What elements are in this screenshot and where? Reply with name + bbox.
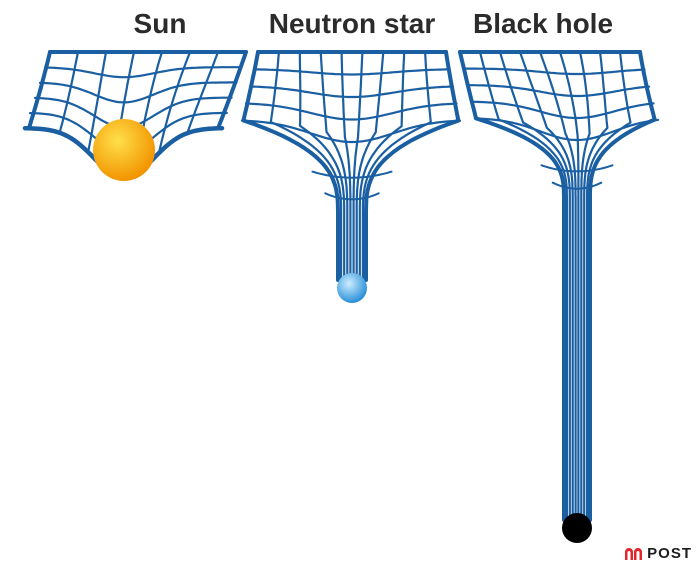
grid-line (324, 192, 380, 201)
grid-line (216, 50, 248, 131)
grid-line (38, 81, 238, 104)
grid-line (358, 50, 406, 282)
grid-panel-black-hole (458, 50, 660, 522)
grid-line (498, 50, 571, 522)
title-black-hole: Black hole (472, 8, 614, 39)
grid-line (458, 50, 566, 522)
grid-line (540, 164, 614, 173)
grid-line (43, 66, 243, 79)
grid-line (462, 67, 646, 76)
grid-line (269, 50, 343, 282)
grid-line (551, 181, 603, 190)
grid-line (473, 117, 660, 142)
grid-line (583, 50, 609, 522)
grid-panel-neutron-star (240, 50, 462, 282)
grid-line (586, 50, 632, 522)
grid-line (538, 50, 577, 522)
grid-line (466, 84, 651, 98)
sun-sphere (93, 119, 155, 181)
grid-line (364, 50, 461, 282)
grid-line (298, 50, 346, 282)
grid-line (518, 50, 574, 522)
grid-line (244, 102, 458, 121)
grid-line (311, 170, 393, 179)
grid-line (87, 50, 108, 154)
brand-text: POST (647, 545, 692, 562)
neutron-star-sphere (337, 273, 367, 303)
title-sun: Sun (133, 8, 187, 39)
grid-line (157, 50, 192, 155)
grid-line (58, 50, 80, 134)
grid-line (241, 50, 340, 282)
grid-line (252, 68, 451, 76)
grid-line (478, 50, 568, 522)
grid-line (186, 50, 220, 135)
grid-line (361, 50, 432, 282)
black-hole-sphere (562, 513, 592, 543)
grid-line (240, 119, 462, 144)
title-neutron-star: Neutron star (268, 8, 436, 39)
grid-line (26, 50, 52, 131)
grid-line (470, 100, 655, 120)
grid-line (588, 50, 657, 522)
brand-logo-icon (625, 547, 643, 560)
grid-line (248, 85, 455, 99)
grid-line (578, 50, 591, 522)
grid-line (558, 50, 580, 522)
brand-watermark: POST (624, 545, 692, 562)
